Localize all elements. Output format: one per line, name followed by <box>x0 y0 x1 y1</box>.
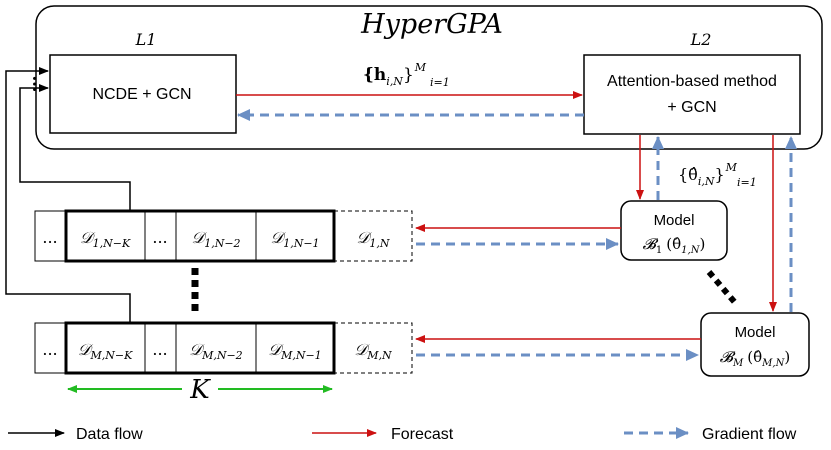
theta-set-label: {θ̂i,N}M <box>678 161 738 188</box>
row1-target: 𝒟1,N <box>357 228 390 250</box>
l2-box-line1: Attention-based method <box>607 73 777 90</box>
l1-label: L1 <box>135 30 157 49</box>
rowm-leading-dots-cell <box>34 322 67 374</box>
l2-label: L2 <box>690 30 712 49</box>
model-bm-box <box>700 312 810 377</box>
row1-leading-dots: ... <box>42 228 57 247</box>
legend-forecast-label: Forecast <box>391 426 454 443</box>
rowm-cell-n-minus-2: 𝒟M,N−2 <box>189 340 242 362</box>
model-b1-param: 𝓑1(θ̂1,N) <box>643 235 706 256</box>
rowm-leading-dots: ... <box>42 340 57 359</box>
window-label-k: K <box>189 375 211 405</box>
rowm-data-flow-line <box>5 67 131 323</box>
rowm-cell-dots: ... <box>152 340 167 359</box>
l1-box-label: NCDE + GCN <box>92 86 191 103</box>
row1-data-flow-line <box>19 84 131 211</box>
rowm-cell-n-minus-1: 𝒟M,N−1 <box>268 340 321 362</box>
model-bm-param: 𝓑M(θ̂M,N) <box>720 348 790 369</box>
theta-set-range: i=1 <box>737 176 757 189</box>
legend-data-flow-label: Data flow <box>76 426 143 443</box>
row1-cell-dots: ... <box>152 228 167 247</box>
models-ellipsis <box>706 270 740 307</box>
row1-leading-dots-cell <box>34 210 67 262</box>
rowm-target-cell <box>333 322 413 374</box>
model-b1-box <box>620 200 728 261</box>
l1-box <box>49 54 237 134</box>
l1-inputs-ellipsis: ... <box>29 76 48 93</box>
model-bm-title: Model <box>735 324 776 341</box>
row1-cell-n-minus-k: 𝒟1,N−K <box>80 228 131 250</box>
legend-gradient-label: Gradient flow <box>702 426 797 443</box>
row1-cell-n-minus-2: 𝒟1,N−2 <box>191 228 240 250</box>
hypergpa-container <box>35 5 823 150</box>
l2-box-line2: + GCN <box>667 99 716 116</box>
rowm-target: 𝒟M,N <box>354 340 392 362</box>
hypergpa-title: HyperGPA <box>360 9 503 40</box>
hidden-set-range: i=1 <box>430 76 450 89</box>
rowm-cell-n-minus-k: 𝒟M,N−K <box>78 340 133 362</box>
row1-target-cell <box>333 210 413 262</box>
hidden-set-label: {hi,N}M <box>363 61 427 88</box>
row1-cell-n-minus-1: 𝒟1,N−1 <box>270 228 319 250</box>
l2-box <box>583 54 801 135</box>
model-b1-title: Model <box>654 212 695 229</box>
